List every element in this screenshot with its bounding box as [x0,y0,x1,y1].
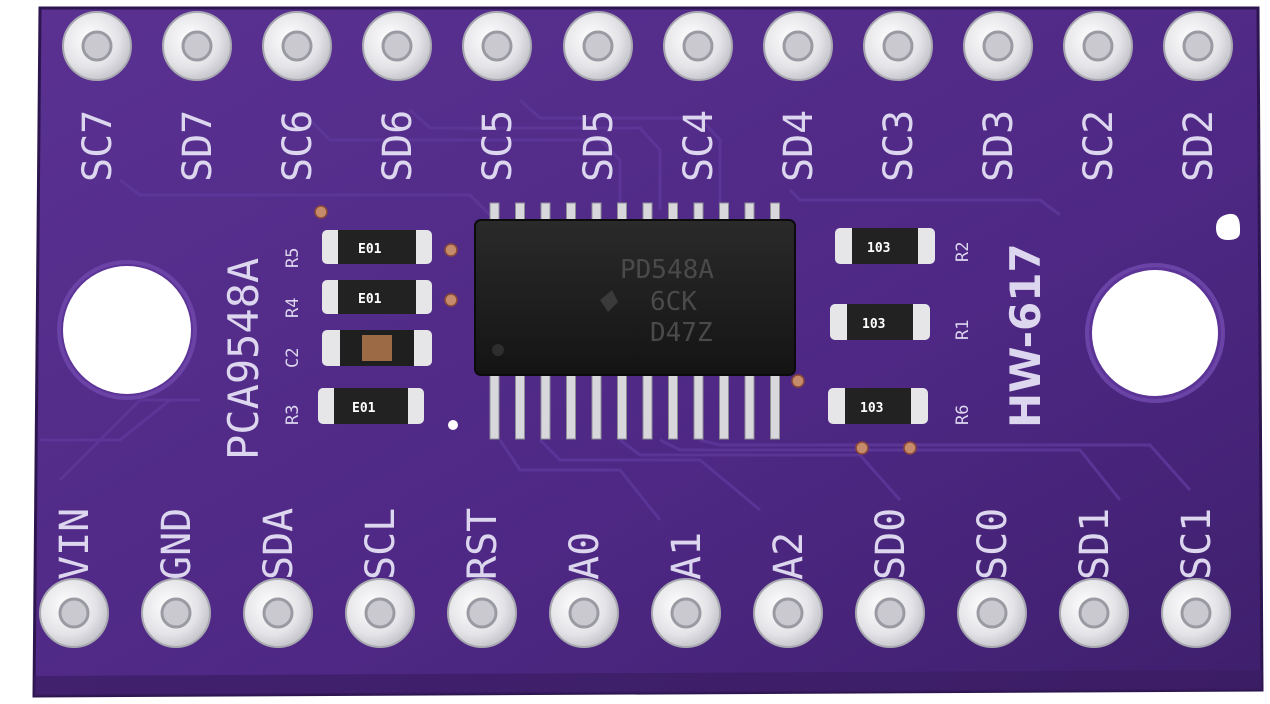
component-r4-code: E01 [358,292,382,307]
ic-marking-line2: 6CK [650,287,697,317]
bottom-pin-vin-pad-hole [58,597,90,629]
silk-ref-r3: R3 [283,405,303,425]
silk-ref-c2: C2 [283,348,303,368]
pin1-marker [1216,213,1240,240]
top-pin-sc3-pad-hole [882,30,914,62]
component-r3: E01 [318,388,424,424]
bottom-pin-rst-pad-hole [466,597,498,629]
top-pin-label-sd5: SD5 [576,110,622,182]
vias [314,205,917,455]
top-pin-sc6-pad-hole [281,30,313,62]
top-pin-label-sc6: SC6 [275,110,321,182]
top-pin-sd7-pad-hole [181,30,213,62]
bottom-pin-a2-pad-hole [772,597,804,629]
ic-lead-bottom [540,372,551,440]
component-r6: 103 [828,388,928,424]
top-pin-label-sc2: SC2 [1076,110,1122,182]
component-r6-code: 103 [860,401,883,416]
bottom-pin-sda-pad-hole [262,597,294,629]
component-r2: 103 [835,228,935,264]
top-pin-sd5-pad-hole [582,30,614,62]
chip-name-label: PCA9548A [219,258,268,460]
bottom-pin-a1-pad-hole [670,597,702,629]
component-r4: E01 [322,280,432,314]
bottom-pin-label-scl: SCL [358,508,404,580]
component-r5-code: E01 [358,242,382,257]
bottom-pin-label-sda: SDA [256,508,302,580]
top-pin-label-sd3: SD3 [976,110,1022,182]
top-pin-label-sd6: SD6 [375,110,421,182]
top-pin-sd2-pad-hole [1182,30,1214,62]
top-pin-sc5-pad-hole [481,30,513,62]
ic-lead-bottom [693,372,704,440]
component-r1: 103 [830,304,930,340]
top-pin-label-sd4: SD4 [776,110,822,182]
ic-marking-line1: PD548A [620,255,714,285]
ic-lead-bottom [744,372,755,440]
top-pin-label-sc4: SC4 [676,110,722,182]
bottom-pin-scl-pad-hole [364,597,396,629]
ic-lead-bottom [642,372,653,440]
ic-pin1-dot [492,344,504,356]
ic-lead-bottom [770,372,780,440]
bottom-pin-label-sd0: SD0 [868,508,914,580]
bottom-pin-label-sc1: SC1 [1174,508,1220,580]
silk-ref-r6: R6 [953,405,973,425]
component-r1-code: 103 [862,317,885,332]
bottom-header-pads [39,578,1231,648]
top-pin-label-sc7: SC7 [75,110,121,182]
ic-lead-bottom [591,372,602,440]
top-pin-sc7-pad-hole [81,30,113,62]
bottom-pin-label-sc0: SC0 [970,508,1016,580]
bottom-pin-label-a0: A0 [562,532,608,580]
top-pin-label-sc3: SC3 [876,110,922,182]
top-pin-labels: SC7 SD7 SC6 SD6 SC5 SD5 SC4 SD4 SC3 SD3 SC2 SD2 [75,110,1222,182]
top-pin-sc4-pad-hole [682,30,714,62]
bottom-pin-label-a1: A1 [664,532,710,580]
ic-lead-bottom [668,372,678,440]
silk-ref-r2: R2 [953,242,973,262]
bottom-pin-labels: VIN GND SDA SCL RST A0 A1 A2 SD0 SC0 SD1 SC1 [52,508,1220,580]
ic-lead-bottom [489,372,500,440]
silk-ref-r4: R4 [283,298,303,318]
mounting-hole-left [63,266,191,394]
ti-logo-icon [600,290,618,312]
bottom-pin-gnd-pad-hole [160,597,192,629]
component-r2-code: 103 [867,241,890,256]
ic-lead-bottom [719,372,729,440]
silk-ref-r1: R1 [953,320,973,340]
component-c2 [322,330,432,366]
ic-lead-bottom [515,372,525,440]
bottom-pin-sd1-pad-hole [1078,597,1110,629]
top-pin-sd3-pad-hole [982,30,1014,62]
ic-lead-bottom [566,372,576,440]
top-pin-label-sd2: SD2 [1176,110,1222,182]
ic-lead-bottom [617,372,627,440]
mounting-hole-right [1092,270,1218,396]
top-pin-label-sd7: SD7 [175,110,221,182]
bottom-pin-sc1-pad-hole [1180,597,1212,629]
bottom-pin-label-sd1: SD1 [1072,508,1118,580]
bottom-pin-label-gnd: GND [154,508,200,580]
top-pin-sd6-pad-hole [381,30,413,62]
top-pin-sd4-pad-hole [782,30,814,62]
bottom-pin-a0-pad-hole [568,597,600,629]
ic-chip-body [474,219,796,376]
bottom-pin-sd0-pad-hole [874,597,906,629]
model-label: HW-617 [1001,243,1050,428]
top-header-pads [62,11,1233,81]
ic-marking-line3: D47Z [650,318,713,348]
component-r5: E01 [322,230,432,264]
top-pin-sc2-pad-hole [1082,30,1114,62]
component-r3-code: E01 [352,401,376,416]
bottom-pin-sc0-pad-hole [976,597,1008,629]
pcb-traces [40,98,1192,521]
bottom-pin-label-vin: VIN [52,508,98,580]
bottom-pin-label-a2: A2 [766,532,812,580]
bottom-pin-label-rst: RST [460,508,506,580]
top-pin-label-sc5: SC5 [475,110,521,182]
silk-ref-r5: R5 [283,248,303,268]
